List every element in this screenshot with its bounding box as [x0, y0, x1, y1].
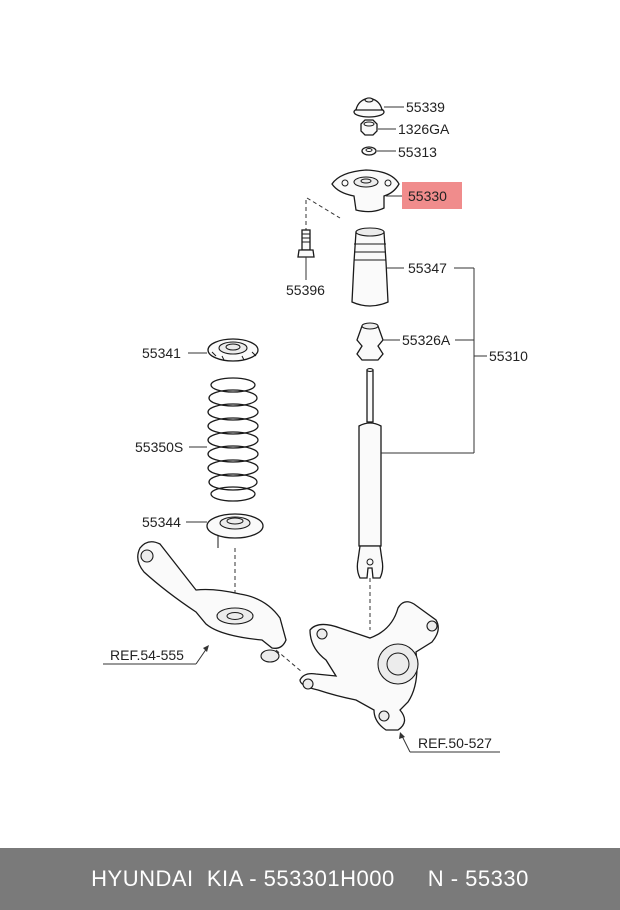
label-55313: 55313	[398, 144, 437, 160]
label-1326ga: 1326GA	[398, 121, 450, 137]
lower-spring-pad-part	[206, 513, 264, 548]
label-55347: 55347	[408, 260, 447, 276]
bolt-part	[297, 229, 315, 258]
suspension-exploded-diagram: 55339 1326GA 55313 55330 55396	[103, 97, 528, 753]
footer-text: HYUNDAI KIA - 553301H000 N - 55330	[91, 866, 529, 891]
label-55326a: 55326A	[402, 332, 451, 348]
dust-cap-part	[353, 97, 385, 118]
nut-part	[360, 119, 378, 136]
label-55330: 55330	[408, 188, 447, 204]
part-number-footer: HYUNDAI KIA - 553301H000 N - 55330	[0, 848, 620, 910]
lower-control-arm-part	[137, 541, 287, 663]
label-55339: 55339	[406, 99, 445, 115]
highlight-box-55330	[402, 182, 462, 209]
dust-boot-part	[351, 227, 389, 307]
knuckle-part	[299, 601, 439, 731]
label-55350s: 55350S	[135, 439, 183, 455]
label-55396: 55396	[286, 282, 325, 298]
washer-part	[361, 146, 377, 156]
coil-spring-part	[207, 377, 259, 502]
label-55310: 55310	[489, 348, 528, 364]
upper-spring-pad-part	[207, 338, 259, 362]
shock-absorber-part	[356, 367, 384, 579]
label-ref-right: REF.50-527	[418, 735, 492, 751]
label-ref-left: REF.54-555	[110, 647, 184, 663]
label-55344: 55344	[142, 514, 181, 530]
bump-stopper-part	[356, 322, 384, 361]
label-55341: 55341	[142, 345, 181, 361]
strut-mount-part	[331, 169, 400, 213]
